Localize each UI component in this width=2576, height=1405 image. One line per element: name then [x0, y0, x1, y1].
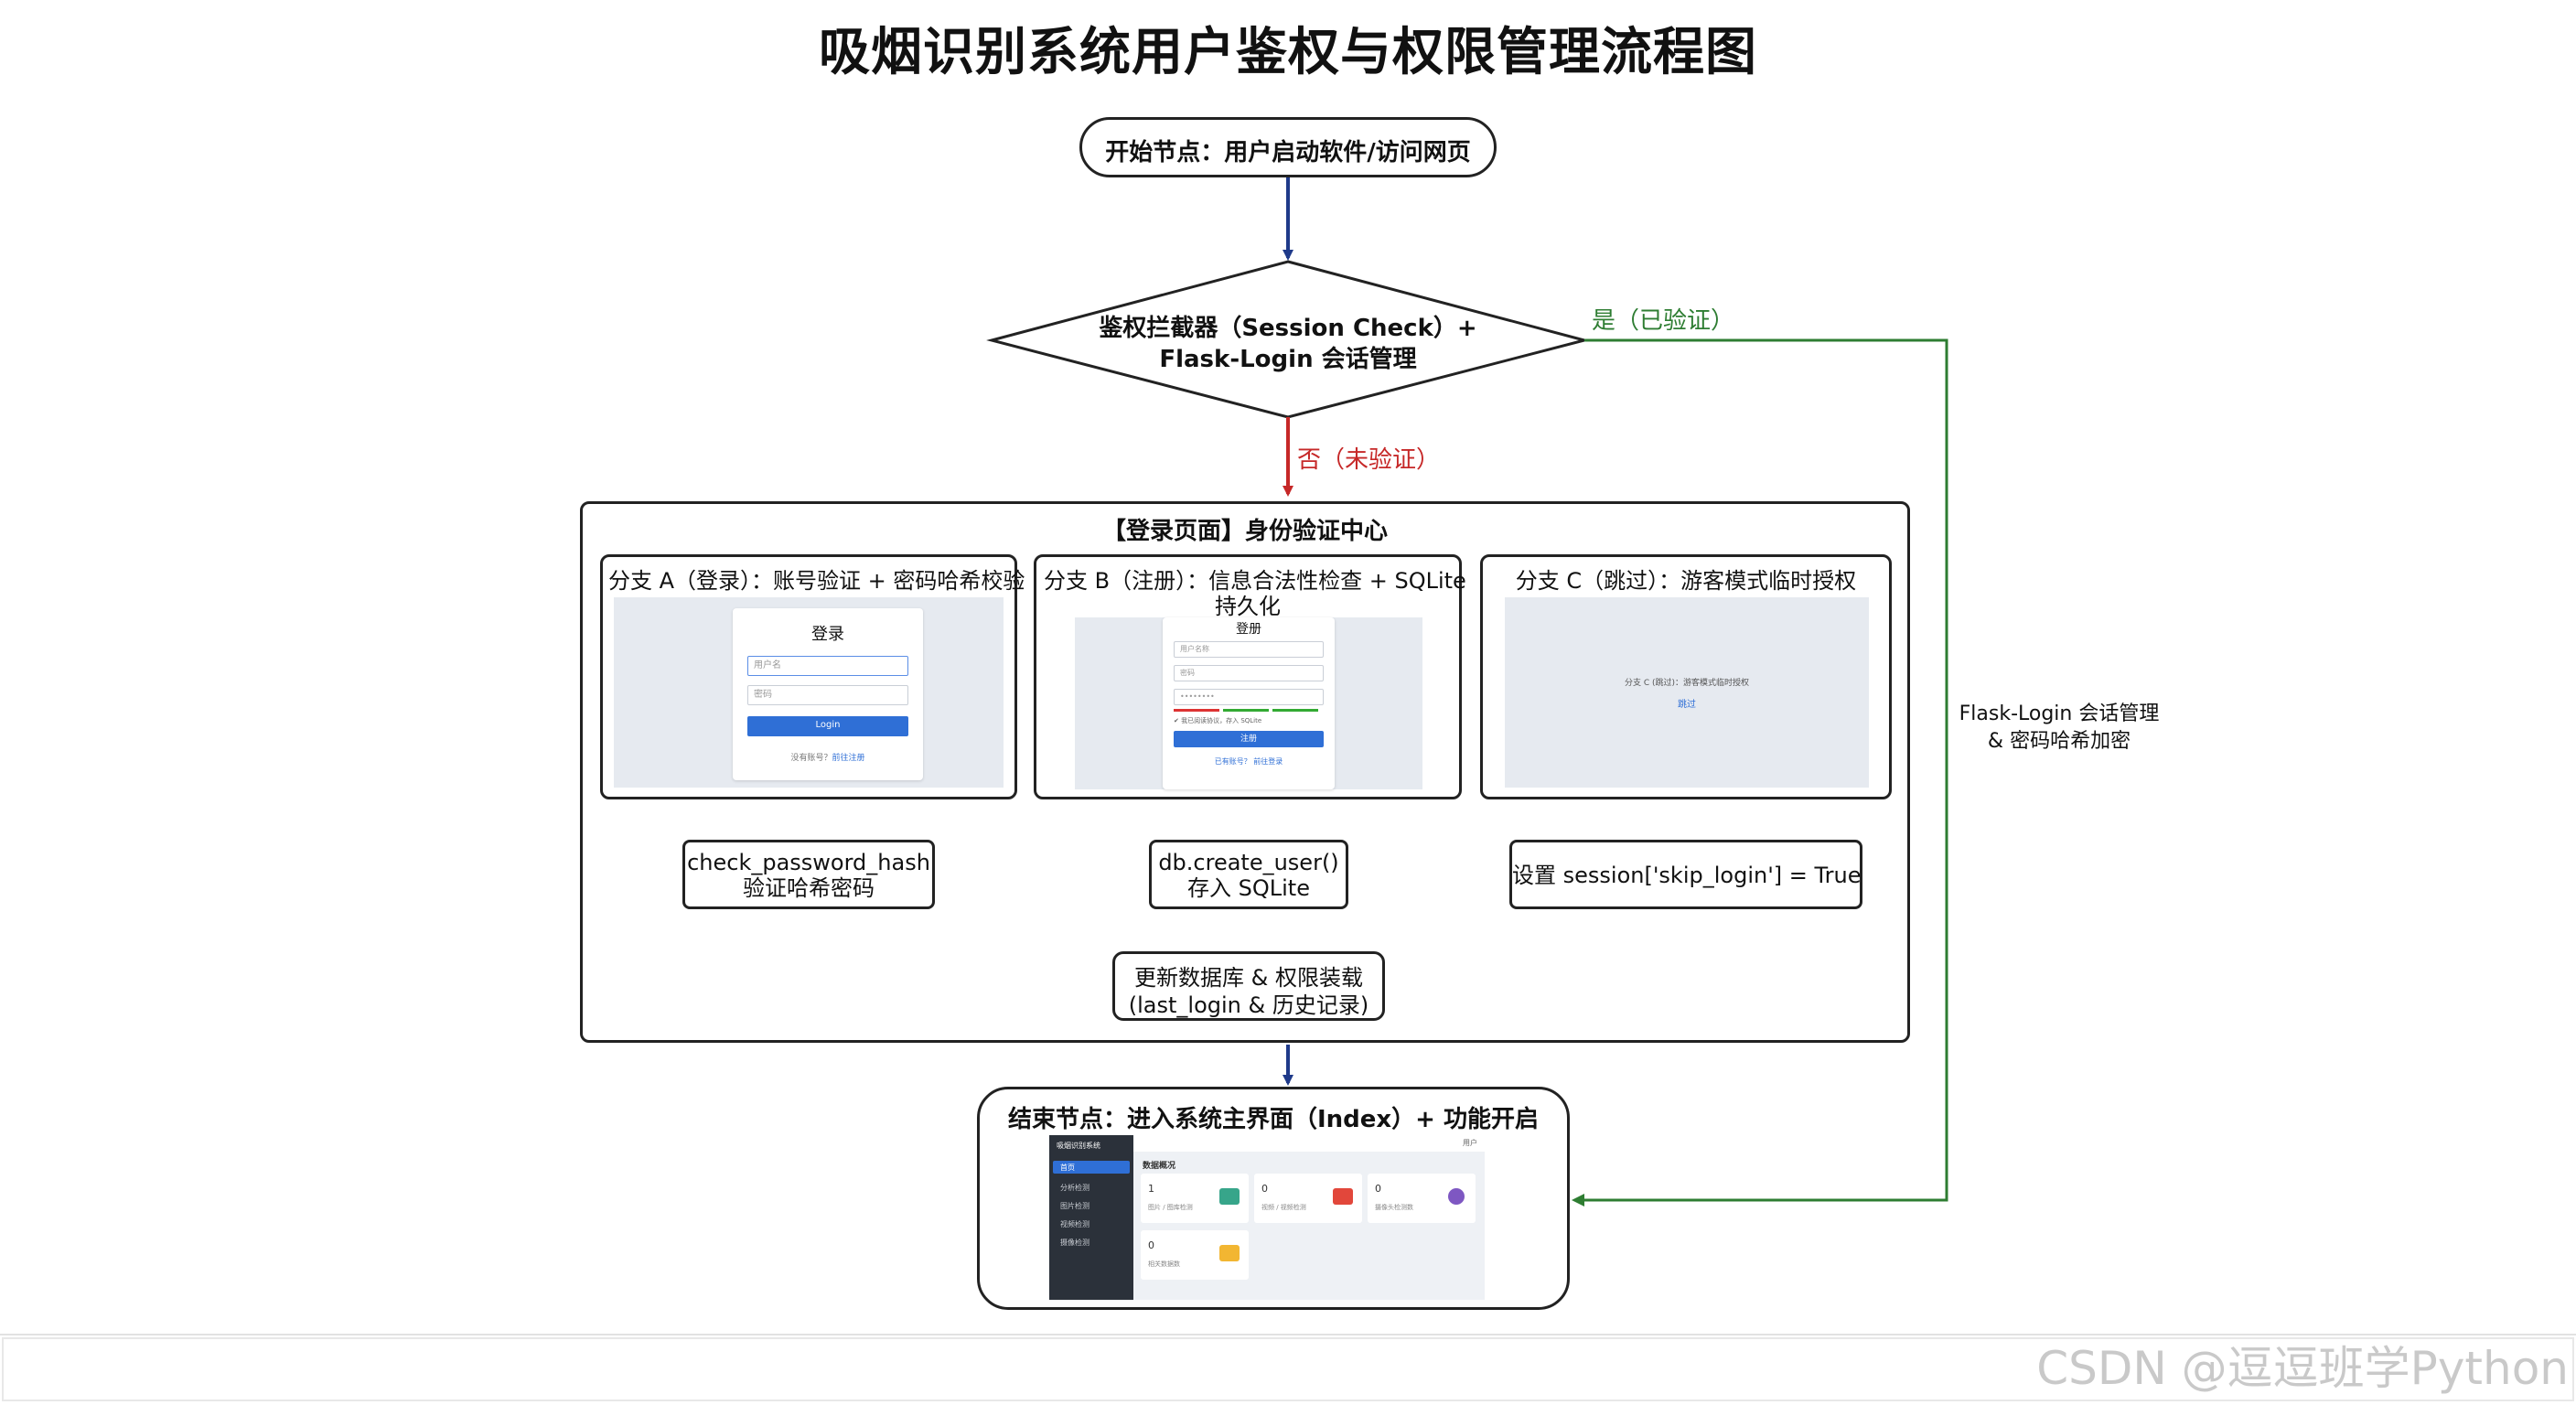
- no-label: 否（未验证）: [1297, 446, 1441, 474]
- footer-divider: [0, 1334, 2576, 1335]
- register-button[interactable]: 注册: [1174, 731, 1324, 747]
- stat-card-camera-label: 摄像头检测数: [1375, 1204, 1413, 1211]
- login-card: 登录 用户名 密码 Login 没有账号？前往注册: [733, 608, 923, 780]
- footer-bar: [2, 1337, 2574, 1401]
- register-card: 登册 用户名称 密码 •••••••• ✔ 我已阅读协议，存入 SQLite 注…: [1163, 617, 1335, 789]
- step-a-line1: check_password_hash: [687, 850, 930, 875]
- step-skip-session: 设置 session['skip_login'] = True: [1509, 840, 1862, 909]
- watermark: CSDN @逗逗班学Python: [2036, 1342, 2569, 1395]
- merge-line1: 更新数据库 & 权限装载: [1134, 965, 1363, 991]
- sidebar-item-camera[interactable]: 摄像检测: [1060, 1239, 1089, 1247]
- skip-link[interactable]: 跳过: [1678, 700, 1696, 710]
- side-note-line2: & 密码哈希加密: [1987, 730, 2131, 753]
- stat-card-camera-value: 0: [1375, 1183, 1381, 1195]
- side-note-line1: Flask-Login 会话管理: [1959, 702, 2160, 725]
- step-check-password: check_password_hash 验证哈希密码: [682, 840, 935, 909]
- end-node-title: 结束节点：进入系统主界面（Index）+ 功能开启: [1007, 1106, 1540, 1133]
- stat-card-video: 0 视频 / 视频检测: [1254, 1174, 1362, 1223]
- register-password-input[interactable]: 密码: [1174, 665, 1324, 681]
- register-confirm-input[interactable]: ••••••••: [1174, 689, 1324, 705]
- stat-card-camera: 0 摄像头检测数: [1368, 1174, 1476, 1223]
- skip-mockup-text: 分支 C (跳过)：游客模式临时授权: [1624, 679, 1750, 688]
- sidebar-item-video[interactable]: 视频检测: [1060, 1220, 1089, 1228]
- stat-card-video-label: 视频 / 视频检测: [1261, 1204, 1306, 1211]
- branch-c-box: 分支 C（跳过）：游客模式临时授权 分支 C (跳过)：游客模式临时授权 跳过: [1480, 554, 1892, 799]
- start-node-label: 开始节点：用户启动软件/访问网页: [1105, 139, 1471, 166]
- step-a-line2: 验证哈希密码: [743, 875, 875, 901]
- username-input[interactable]: 用户名: [747, 656, 908, 676]
- merge-line2: (last_login & 历史记录): [1128, 992, 1369, 1018]
- stat-card-video-value: 0: [1261, 1183, 1268, 1195]
- branch-c-title: 分支 C（跳过）：游客模式临时授权: [1515, 568, 1857, 594]
- step-create-user: db.create_user() 存入 SQLite: [1149, 840, 1348, 909]
- register-heading: 登册: [1236, 622, 1261, 637]
- decision-label-line2: Flask-Login 会话管理: [1159, 346, 1417, 373]
- branch-a-title: 分支 A（登录）：账号验证 + 密码哈希校验: [608, 568, 1025, 594]
- dashboard-section-title: 数据概况: [1143, 1162, 1176, 1171]
- strength-bar-green-2: [1272, 709, 1318, 712]
- diagram-title: 吸烟识别系统用户鉴权与权限管理流程图: [819, 23, 1757, 82]
- branch-b-box: 分支 B（注册）：信息合法性检查 + SQLite 持久化 登册 用户名称 密码…: [1034, 554, 1466, 799]
- arrow-yes: [1572, 338, 1948, 1207]
- to-login-link[interactable]: 已有账号？ 前往登录: [1214, 757, 1283, 766]
- step-c-line1: 设置 session['skip_login'] = True: [1512, 863, 1862, 888]
- stat-card-data-label: 相关数据数: [1148, 1260, 1180, 1268]
- step-b-line2: 存入 SQLite: [1187, 875, 1310, 901]
- image-icon: [1219, 1188, 1240, 1205]
- step-b-line1: db.create_user(): [1158, 850, 1339, 875]
- login-button[interactable]: Login: [747, 716, 908, 736]
- skip-mockup: 分支 C (跳过)：游客模式临时授权 跳过: [1505, 597, 1869, 788]
- stat-card-image-value: 1: [1148, 1183, 1154, 1195]
- dashboard-header: 用户: [1133, 1135, 1485, 1152]
- branch-a-box: 分支 A（登录）：账号验证 + 密码哈希校验 登录 用户名 密码 Login 没…: [600, 554, 1025, 799]
- decision-label-line1: 鉴权拦截器（Session Check）+: [1099, 315, 1477, 342]
- auth-center-title: 【登录页面】身份验证中心: [1101, 518, 1388, 545]
- folder-icon: [1219, 1245, 1240, 1261]
- merge-node: 更新数据库 & 权限装载 (last_login & 历史记录): [1112, 951, 1385, 1021]
- strength-bar-green: [1223, 709, 1269, 712]
- dashboard-sidebar: 吸烟识别系统 首页 分析检测 图片检测 视频检测 摄像检测: [1049, 1135, 1133, 1300]
- strength-bar-red: [1174, 709, 1219, 712]
- login-footer: 没有账号？前往注册: [733, 751, 923, 763]
- sidebar-active-bg: [1053, 1161, 1130, 1174]
- register-username-input[interactable]: 用户名称: [1174, 641, 1324, 658]
- sidebar-item-image[interactable]: 图片检测: [1060, 1202, 1089, 1210]
- end-node: 结束节点：进入系统主界面（Index）+ 功能开启 吸烟识别系统 首页 分析检测…: [977, 1087, 1570, 1310]
- register-link[interactable]: 前往注册: [832, 754, 865, 763]
- agree-checkbox[interactable]: ✔ 我已阅读协议，存入 SQLite: [1174, 717, 1262, 724]
- branch-b-title-line2: 持久化: [1215, 594, 1281, 619]
- stat-card-data: 0 相关数据数: [1141, 1230, 1249, 1280]
- dashboard-mockup: 吸烟识别系统 首页 分析检测 图片检测 视频检测 摄像检测 用户 数据概况 1 …: [1049, 1135, 1485, 1300]
- video-camera-icon: [1333, 1188, 1353, 1205]
- login-footer-prefix: 没有账号？: [790, 754, 832, 763]
- register-mockup: 登册 用户名称 密码 •••••••• ✔ 我已阅读协议，存入 SQLite 注…: [1075, 617, 1422, 789]
- password-input[interactable]: 密码: [747, 685, 908, 705]
- login-heading: 登录: [811, 625, 844, 644]
- start-node: 开始节点：用户启动软件/访问网页: [1079, 117, 1497, 177]
- stat-card-image: 1 图片 / 图库检测: [1141, 1174, 1249, 1223]
- login-mockup: 登录 用户名 密码 Login 没有账号？前往注册: [614, 597, 1004, 788]
- sidebar-item-home[interactable]: 首页: [1060, 1164, 1075, 1172]
- stat-card-image-label: 图片 / 图库检测: [1148, 1204, 1193, 1211]
- sidebar-item-analysis[interactable]: 分析检测: [1060, 1184, 1089, 1192]
- stat-card-data-value: 0: [1148, 1239, 1154, 1251]
- yes-label: 是（已验证）: [1592, 307, 1735, 335]
- webcam-icon: [1448, 1188, 1465, 1205]
- dashboard-user[interactable]: 用户: [1463, 1139, 1477, 1147]
- dashboard-app-name: 吸烟识别系统: [1057, 1142, 1100, 1150]
- branch-b-title-line1: 分支 B（注册）：信息合法性检查 + SQLite: [1044, 568, 1466, 594]
